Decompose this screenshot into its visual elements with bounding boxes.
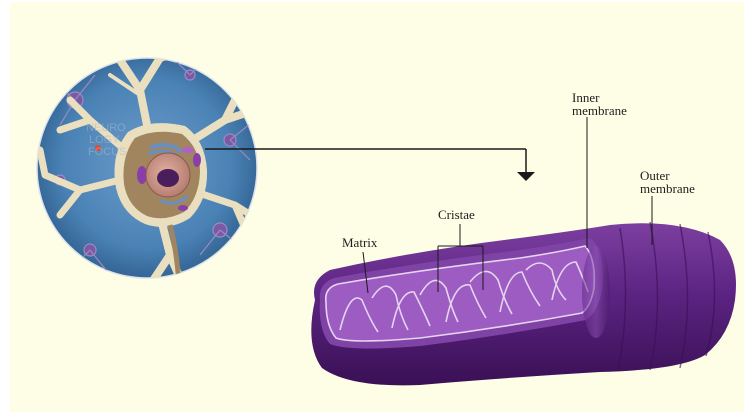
neuron-cell-illustration: NEURO LOGY FOCUS: [37, 22, 262, 300]
label-inner-membrane-line-2: membrane: [572, 104, 627, 117]
signal-spot: [164, 22, 190, 42]
arrowhead-down: [517, 172, 535, 181]
label-outer-membrane: Outer membrane: [640, 169, 695, 195]
watermark-line-2: LOGY: [89, 134, 120, 146]
label-cristae: Cristae: [438, 208, 475, 221]
watermark-line-3: FOCUS: [88, 146, 127, 158]
label-matrix: Matrix: [342, 236, 377, 249]
label-outer-membrane-line-2: membrane: [640, 182, 695, 195]
label-inner-membrane: Inner membrane: [572, 91, 627, 117]
outer-cap-highlight: [582, 246, 610, 338]
watermark-line-1: NEURO: [86, 122, 126, 134]
